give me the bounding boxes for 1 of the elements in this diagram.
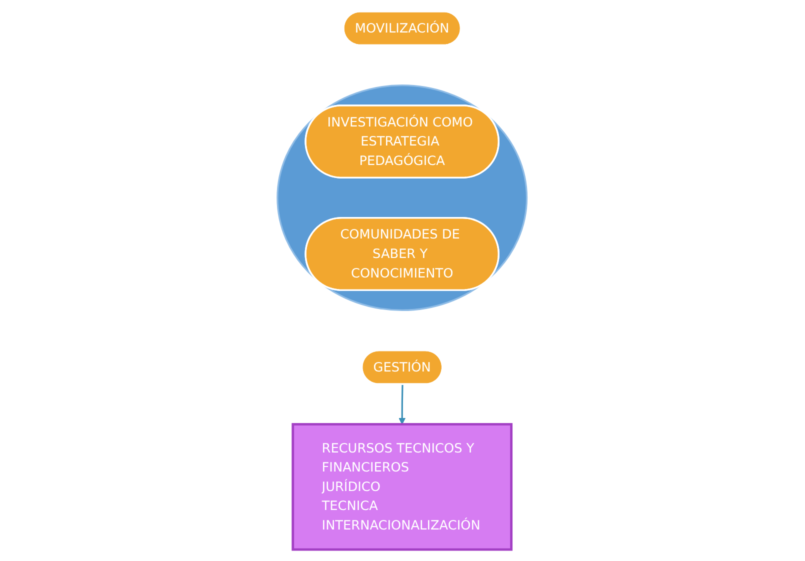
arrow bbox=[398, 384, 406, 425]
